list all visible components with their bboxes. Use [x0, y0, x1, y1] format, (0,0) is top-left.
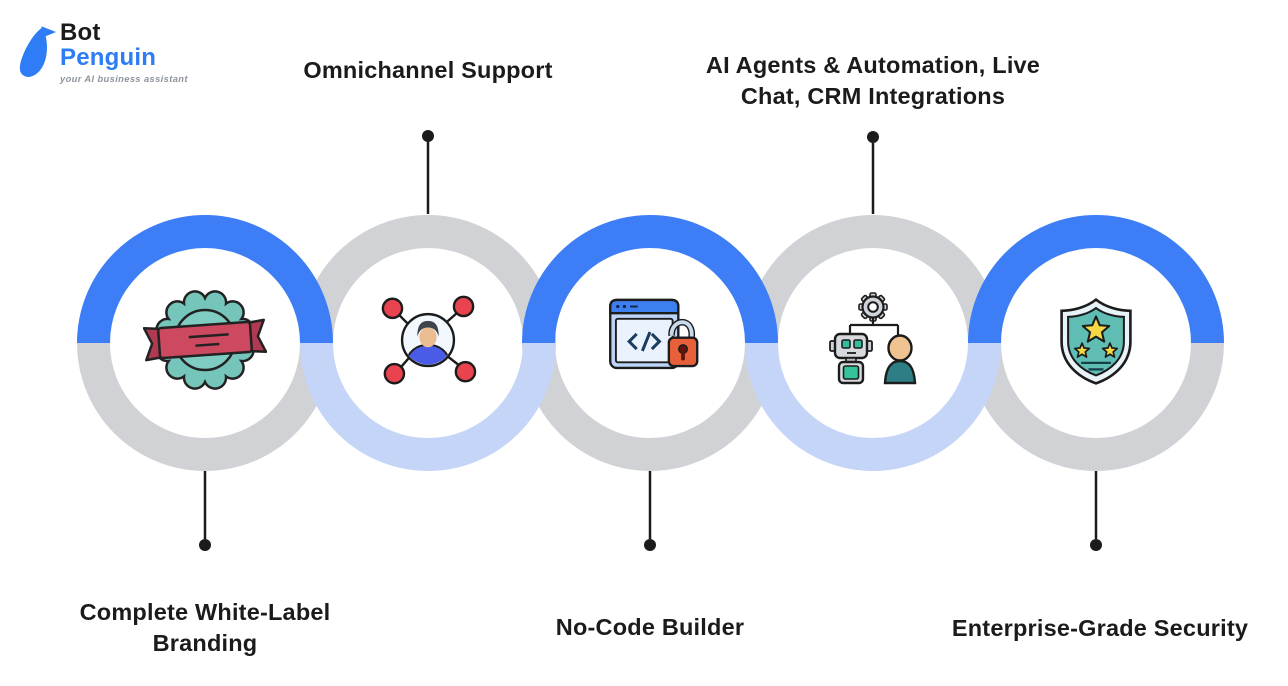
connector-dot [422, 130, 434, 142]
connector-dot [867, 131, 879, 143]
omnichannel-network-icon [381, 295, 477, 385]
label-ai-agents-automation: AI Agents & Automation, Live Chat, CRM I… [705, 52, 1041, 109]
connector-dot [199, 539, 211, 551]
label-no-code-builder: No-Code Builder [555, 614, 745, 640]
ai-agents-automation-icon [829, 292, 917, 385]
gray-ring-halves [77, 215, 1224, 471]
logo-word-penguin: Penguin [60, 44, 157, 71]
label-omnichannel-support: Omnichannel Support [303, 57, 553, 83]
connector-dot [1090, 539, 1102, 551]
label-complete-white-label-branding: Complete White-Label Branding [79, 599, 331, 656]
no-code-builder-icon [609, 298, 699, 370]
robot-figure [829, 332, 873, 385]
gear-icon [858, 292, 888, 322]
white-label-badge-icon [143, 290, 267, 390]
logo-word-bot: Bot [60, 19, 101, 46]
colored-ring-halves [77, 215, 1224, 471]
botpenguin-logo: Bot Penguin your AI business assistant [16, 12, 188, 96]
penguin-logo-icon [19, 26, 57, 77]
label-connectors [199, 130, 1102, 551]
logo-wordmark: Bot Penguin your AI business assistant [60, 20, 188, 84]
connector-dot [644, 539, 656, 551]
label-enterprise-grade-security: Enterprise-Grade Security [951, 615, 1249, 641]
human-figure [883, 334, 917, 385]
enterprise-security-shield-icon [1060, 297, 1132, 385]
logo-tagline: your AI business assistant [60, 74, 188, 84]
